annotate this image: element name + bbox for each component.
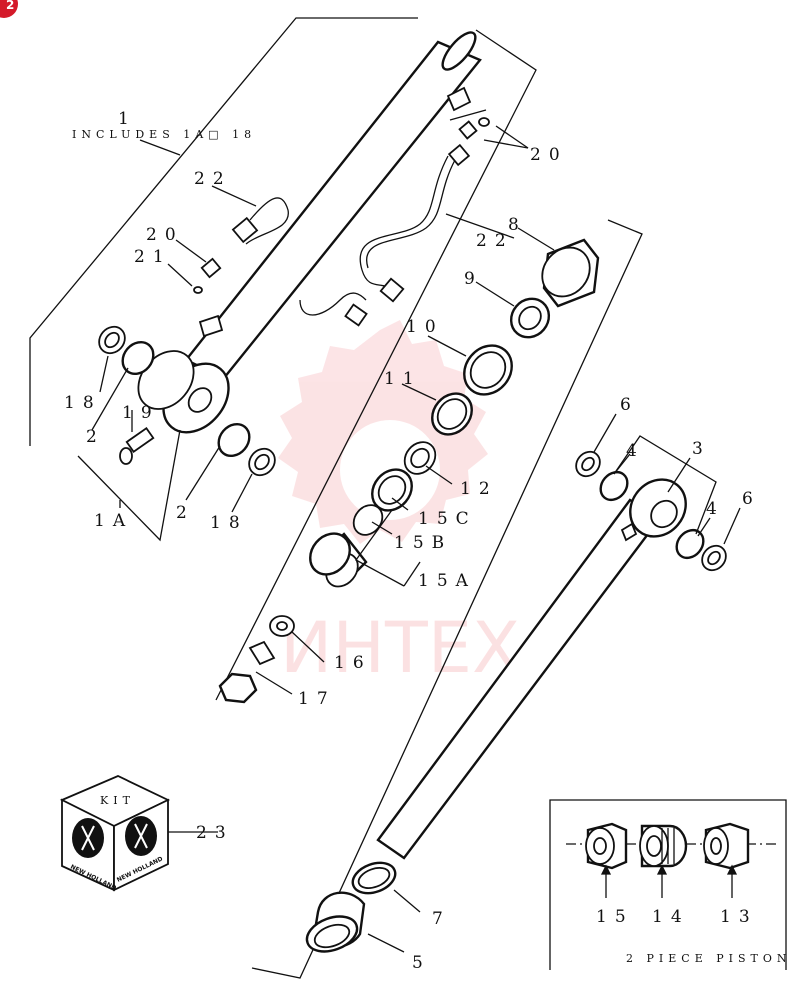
callout-1-includes: INCLUDES 1A□ 18 bbox=[72, 128, 256, 141]
callout-4-left: 4 bbox=[626, 441, 645, 461]
barrel-bushings bbox=[98, 325, 276, 477]
callout-1: 1 bbox=[118, 109, 137, 129]
callout-20-right: 20 bbox=[530, 145, 568, 165]
callout-3: 3 bbox=[692, 439, 711, 459]
rod-seal-and-guide bbox=[305, 861, 397, 953]
callout-12: 12 bbox=[460, 479, 498, 499]
watermark-gear bbox=[278, 320, 488, 544]
inset-part-14 bbox=[639, 824, 688, 868]
corner-badge: 2 bbox=[0, 0, 18, 18]
callout-19: 19 bbox=[122, 403, 160, 423]
callout-9: 9 bbox=[464, 269, 483, 289]
callout-10: 10 bbox=[406, 317, 444, 337]
watermark-text: ИНТЕХ bbox=[280, 607, 520, 689]
callout-15b: 15B bbox=[394, 533, 452, 553]
head-and-piston bbox=[218, 238, 600, 704]
callout-1a: 1A bbox=[94, 511, 133, 531]
kit-logo-left bbox=[72, 818, 104, 858]
callout-17: 17 bbox=[298, 689, 336, 709]
callout-13: 13 bbox=[720, 907, 758, 927]
callout-15c: 15C bbox=[418, 509, 477, 529]
callout-14: 14 bbox=[652, 907, 690, 927]
callout-21: 21 bbox=[134, 247, 172, 267]
leader-lines bbox=[77, 125, 741, 953]
callout-7: 7 bbox=[432, 909, 451, 929]
callouts: 1 INCLUDES 1A□ 18 22 20 21 20 8 22 9 10 … bbox=[64, 109, 761, 973]
inset-part-13 bbox=[703, 822, 750, 870]
callout-2-bottom: 2 bbox=[176, 503, 195, 523]
rod-eye-bushings bbox=[575, 450, 727, 572]
inset-leaders bbox=[600, 864, 738, 898]
callout-4-right: 4 bbox=[706, 499, 725, 519]
piston-inset: 15 14 13 2 PIECE PISTON bbox=[549, 799, 791, 970]
kit-logo-right bbox=[125, 816, 157, 856]
barrel-eye bbox=[137, 350, 230, 434]
inset-part-15 bbox=[585, 822, 628, 870]
kit-label: KIT bbox=[100, 794, 135, 807]
grease-fitting bbox=[119, 426, 155, 465]
guide-frames bbox=[29, 17, 643, 979]
inset-caption: 2 PIECE PISTON bbox=[626, 952, 791, 965]
callout-2-left: 2 bbox=[86, 427, 105, 447]
callout-11: 11 bbox=[384, 369, 422, 389]
callout-22-right: 22 bbox=[476, 231, 514, 251]
callout-22-top: 22 bbox=[194, 169, 232, 189]
callout-6-right: 6 bbox=[742, 489, 761, 509]
piston-rod bbox=[376, 478, 687, 860]
corner-badge-text: 2 bbox=[6, 0, 14, 12]
inset-frame bbox=[549, 799, 787, 970]
callout-8: 8 bbox=[508, 215, 527, 235]
callout-18-left: 18 bbox=[64, 393, 102, 413]
callout-15a: 15A bbox=[418, 571, 476, 591]
callout-15: 15 bbox=[596, 907, 634, 927]
kit-box: KIT NEW HOLLAND NEW HOLLAND bbox=[59, 775, 171, 892]
callout-6-left: 6 bbox=[620, 395, 639, 415]
tube-fittings bbox=[193, 117, 490, 327]
callout-23: 23 bbox=[196, 823, 234, 843]
cylinder-barrel bbox=[184, 31, 482, 380]
hydraulic-tubes bbox=[245, 155, 456, 316]
callout-18-bottom: 18 bbox=[210, 513, 248, 533]
callout-20-left: 20 bbox=[146, 225, 184, 245]
callout-16: 16 bbox=[334, 653, 372, 673]
callout-5: 5 bbox=[412, 953, 431, 973]
